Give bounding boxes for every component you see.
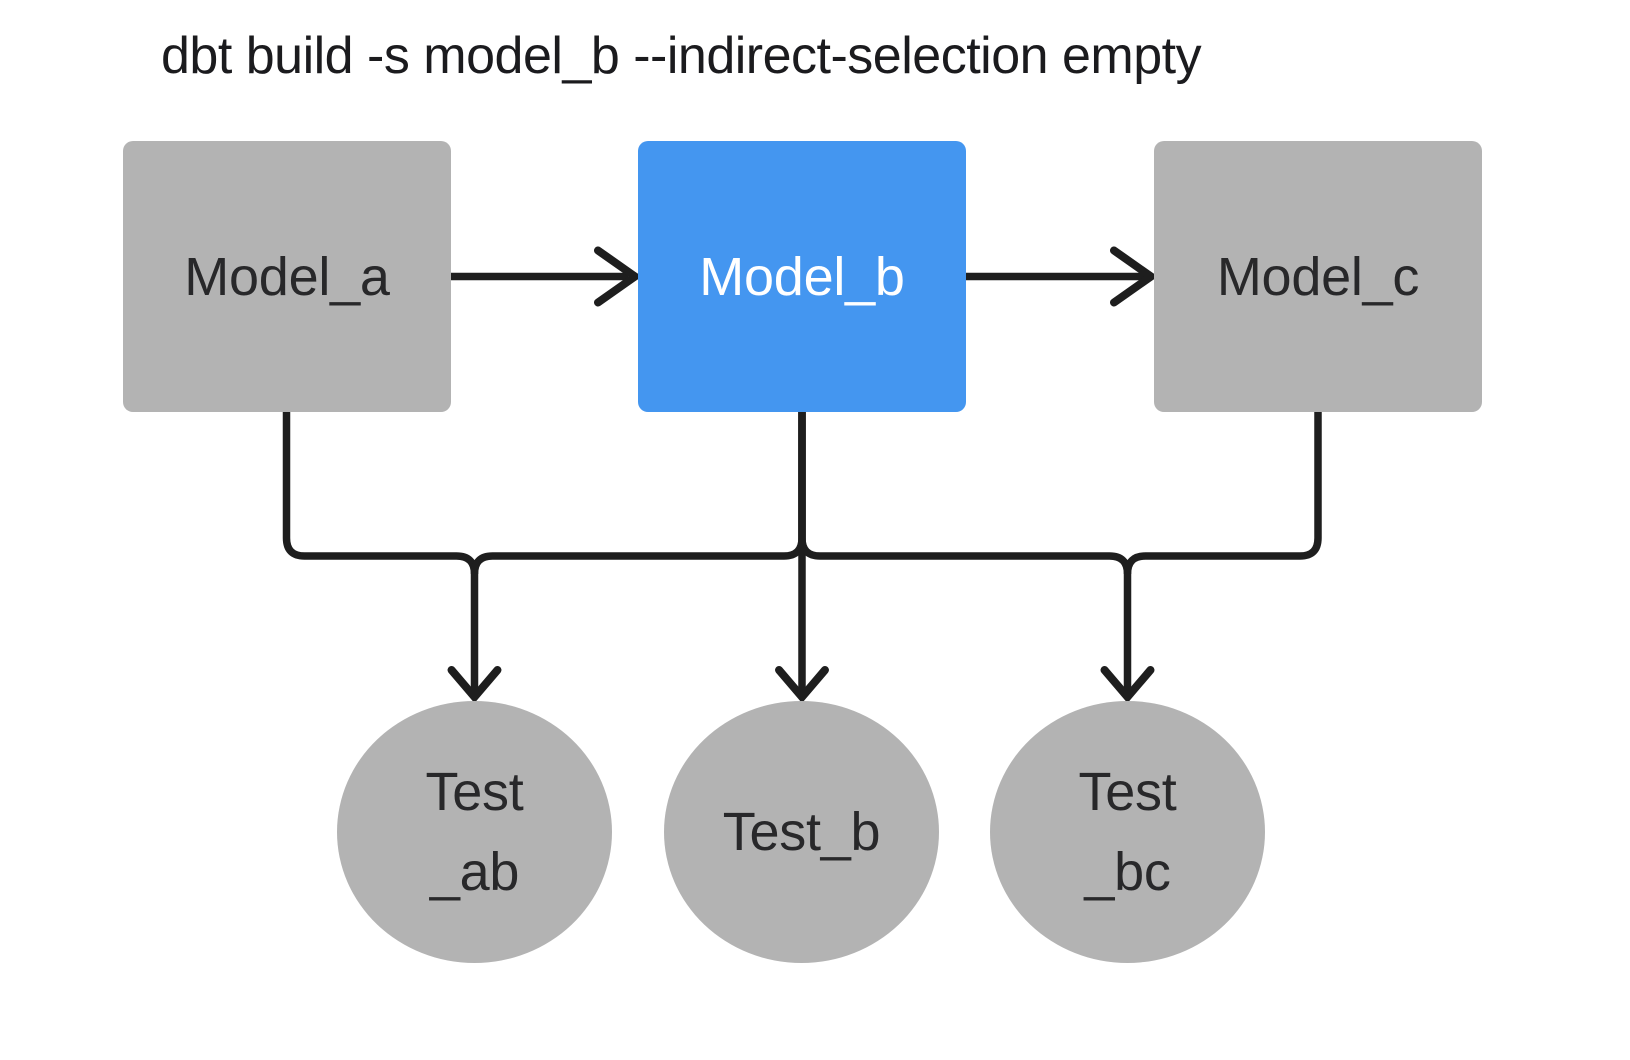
edge-model-c-to-test-bc — [1123, 410, 1322, 575]
node-model-c: Model_c — [1154, 141, 1482, 412]
arrowhead-test-b — [775, 666, 829, 704]
node-model-a: Model_a — [123, 141, 451, 412]
node-label: Model_a — [184, 246, 390, 307]
node-label: Model_b — [699, 246, 905, 307]
arrowhead-model-c — [1110, 246, 1158, 307]
edge-model-a-to-test-ab — [282, 410, 479, 692]
node-test-bc: Test _bc — [990, 701, 1265, 963]
node-model-b: Model_b — [638, 141, 966, 412]
node-label-line: _bc — [1084, 842, 1171, 902]
node-label-line: Test — [425, 762, 524, 822]
node-label: Model_c — [1216, 246, 1420, 307]
arrowhead-test-ab — [447, 666, 502, 704]
node-test-ab: Test _ab — [337, 701, 612, 963]
node-test-b: Test_b — [664, 701, 939, 963]
diagram-title: dbt build -s model_b --indirect-selectio… — [161, 27, 1202, 85]
edge-model-b-to-test-ab — [470, 410, 806, 575]
node-label-line: Test — [1078, 762, 1177, 822]
arrowhead-model-b — [594, 246, 642, 307]
node-label-line: Test_b — [722, 802, 881, 862]
edge-model-b-to-test-bc — [798, 410, 1132, 692]
arrowhead-test-bc — [1100, 666, 1155, 704]
node-label-line: _ab — [429, 842, 520, 902]
